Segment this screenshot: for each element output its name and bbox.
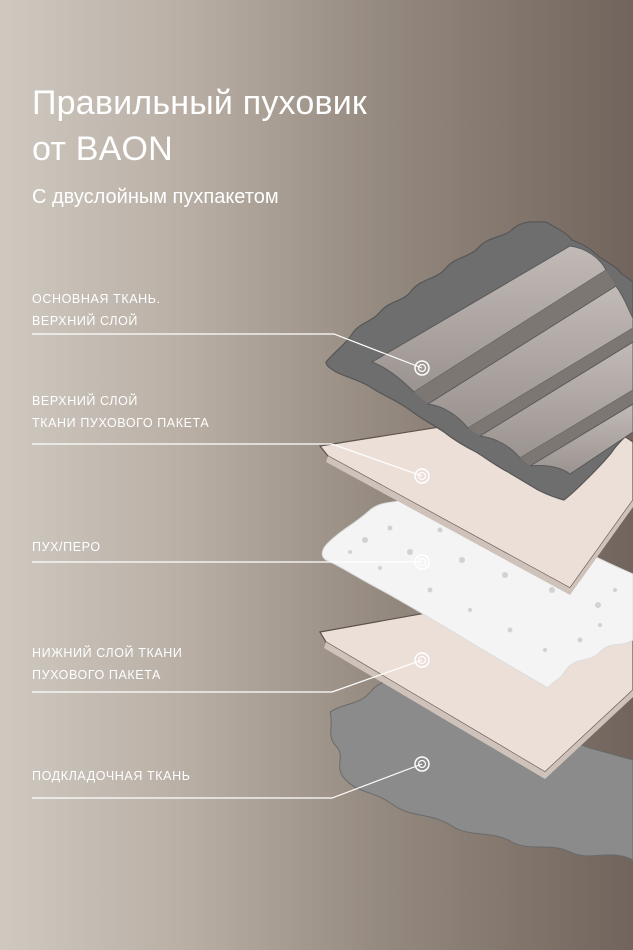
leader-line-lining xyxy=(32,763,423,799)
marker-shell xyxy=(414,360,430,376)
label-lower-line-1: НИЖНИЙ СЛОЙ ТКАНИ xyxy=(32,646,183,660)
page-title: Правильный пуховик от BAON xyxy=(32,80,367,172)
label-lower-line-2: ПУХОВОГО ПАКЕТА xyxy=(32,668,161,682)
shell-layer xyxy=(325,221,633,501)
title-line-2: от BAON xyxy=(32,130,173,168)
label-shell-fabric: ОСНОВНАЯ ТКАНЬ. ВЕРХНИЙ СЛОЙ xyxy=(32,288,161,332)
shell-tubes xyxy=(370,245,633,475)
label-upper-line-2: ТКАНИ ПУХОВОГО ПАКЕТА xyxy=(32,416,210,430)
marker-lining xyxy=(414,756,430,772)
subtitle: С двуслойным пухпакетом xyxy=(32,186,279,208)
label-lower-fabric: НИЖНИЙ СЛОЙ ТКАНИ ПУХОВОГО ПАКЕТА xyxy=(32,642,182,686)
leader-line-upper-fabric xyxy=(32,443,423,477)
marker-upper-fabric xyxy=(414,468,430,484)
label-shell-line-1: ОСНОВНАЯ ТКАНЬ. xyxy=(32,292,161,306)
label-lining-line-1: ПОДКЛАДОЧНАЯ ТКАНЬ xyxy=(32,769,191,783)
leader-line-shell xyxy=(32,333,423,369)
label-upper-fabric: ВЕРХНИЙ СЛОЙ ТКАНИ ПУХОВОГО ПАКЕТА xyxy=(32,390,209,434)
title-line-1: Правильный пуховик xyxy=(32,84,367,122)
leader-lines xyxy=(32,333,423,799)
layer-markers xyxy=(414,360,430,772)
label-down-feather: ПУХ/ПЕРО xyxy=(32,536,101,558)
marker-lower-fabric xyxy=(414,652,430,668)
label-shell-line-2: ВЕРХНИЙ СЛОЙ xyxy=(32,314,138,328)
label-lining-fabric: ПОДКЛАДОЧНАЯ ТКАНЬ xyxy=(32,765,191,787)
label-down-line-1: ПУХ/ПЕРО xyxy=(32,540,101,554)
label-upper-line-1: ВЕРХНИЙ СЛОЙ xyxy=(32,394,138,408)
leader-line-lower-fabric xyxy=(32,659,423,693)
marker-down xyxy=(414,554,430,570)
